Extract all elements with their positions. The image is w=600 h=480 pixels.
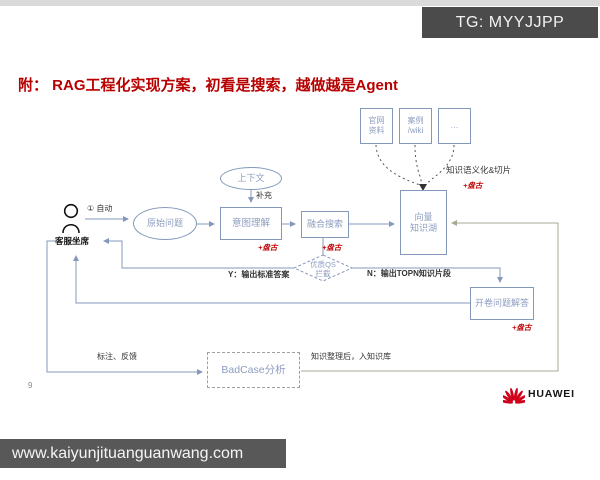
tg-watermark-badge: TG: MYYJJPP <box>422 7 598 38</box>
source-box-website: 官网 资料 <box>360 108 393 144</box>
source-box-cases-wiki: 案例 /wiki <box>399 108 432 144</box>
pangu-tag-ingest: +盘古 <box>463 181 483 190</box>
n-branch-label: N：输出TOPN知识片段 <box>367 269 451 278</box>
node-intent-understanding: 意图理解 <box>220 207 282 240</box>
supplement-label: 补充 <box>256 191 272 200</box>
huawei-wordmark: HUAWEI <box>528 388 575 400</box>
node-open-book-answering: 开卷问题解答 <box>470 287 534 320</box>
annotate-feedback-label: 标注、反馈 <box>97 352 137 361</box>
node-vector-knowledge-lake: 向量 知识湖 <box>400 190 447 255</box>
auto-step-label: ① 自动 <box>87 204 113 213</box>
bottom-watermark-bar: www.kaiyunjituanguanwang.com <box>0 439 286 468</box>
pangu-tag-fusion: +盘古 <box>322 243 342 252</box>
page-title: 附： RAG工程化实现方案，初看是搜索，越做越是Agent <box>18 77 398 94</box>
node-fusion-search: 融合搜索 <box>301 211 349 238</box>
person-icon <box>62 203 80 234</box>
source-box-more: … <box>438 108 471 144</box>
page-number: 9 <box>28 381 33 390</box>
node-qs-gate: 优质QS 拦截 <box>310 259 336 278</box>
node-original-question: 原始问题 <box>133 207 197 240</box>
pangu-tag-intent: +盘古 <box>258 243 278 252</box>
pangu-tag-open-book: +盘古 <box>512 323 532 332</box>
y-branch-label: Y：输出标准答案 <box>228 270 290 279</box>
node-badcase-analysis: BadCase分析 <box>207 352 300 388</box>
ingest-label: 知识语义化&切片 <box>446 165 512 175</box>
agent-label: 客服坐席 <box>55 236 90 246</box>
huawei-logo: HUAWEI <box>503 384 575 404</box>
huawei-flower-icon <box>503 387 525 404</box>
node-context: 上下文 <box>220 167 282 190</box>
top-edge-strip <box>0 0 600 6</box>
to-knowledge-base-label: 知识整理后，入知识库 <box>311 352 391 361</box>
